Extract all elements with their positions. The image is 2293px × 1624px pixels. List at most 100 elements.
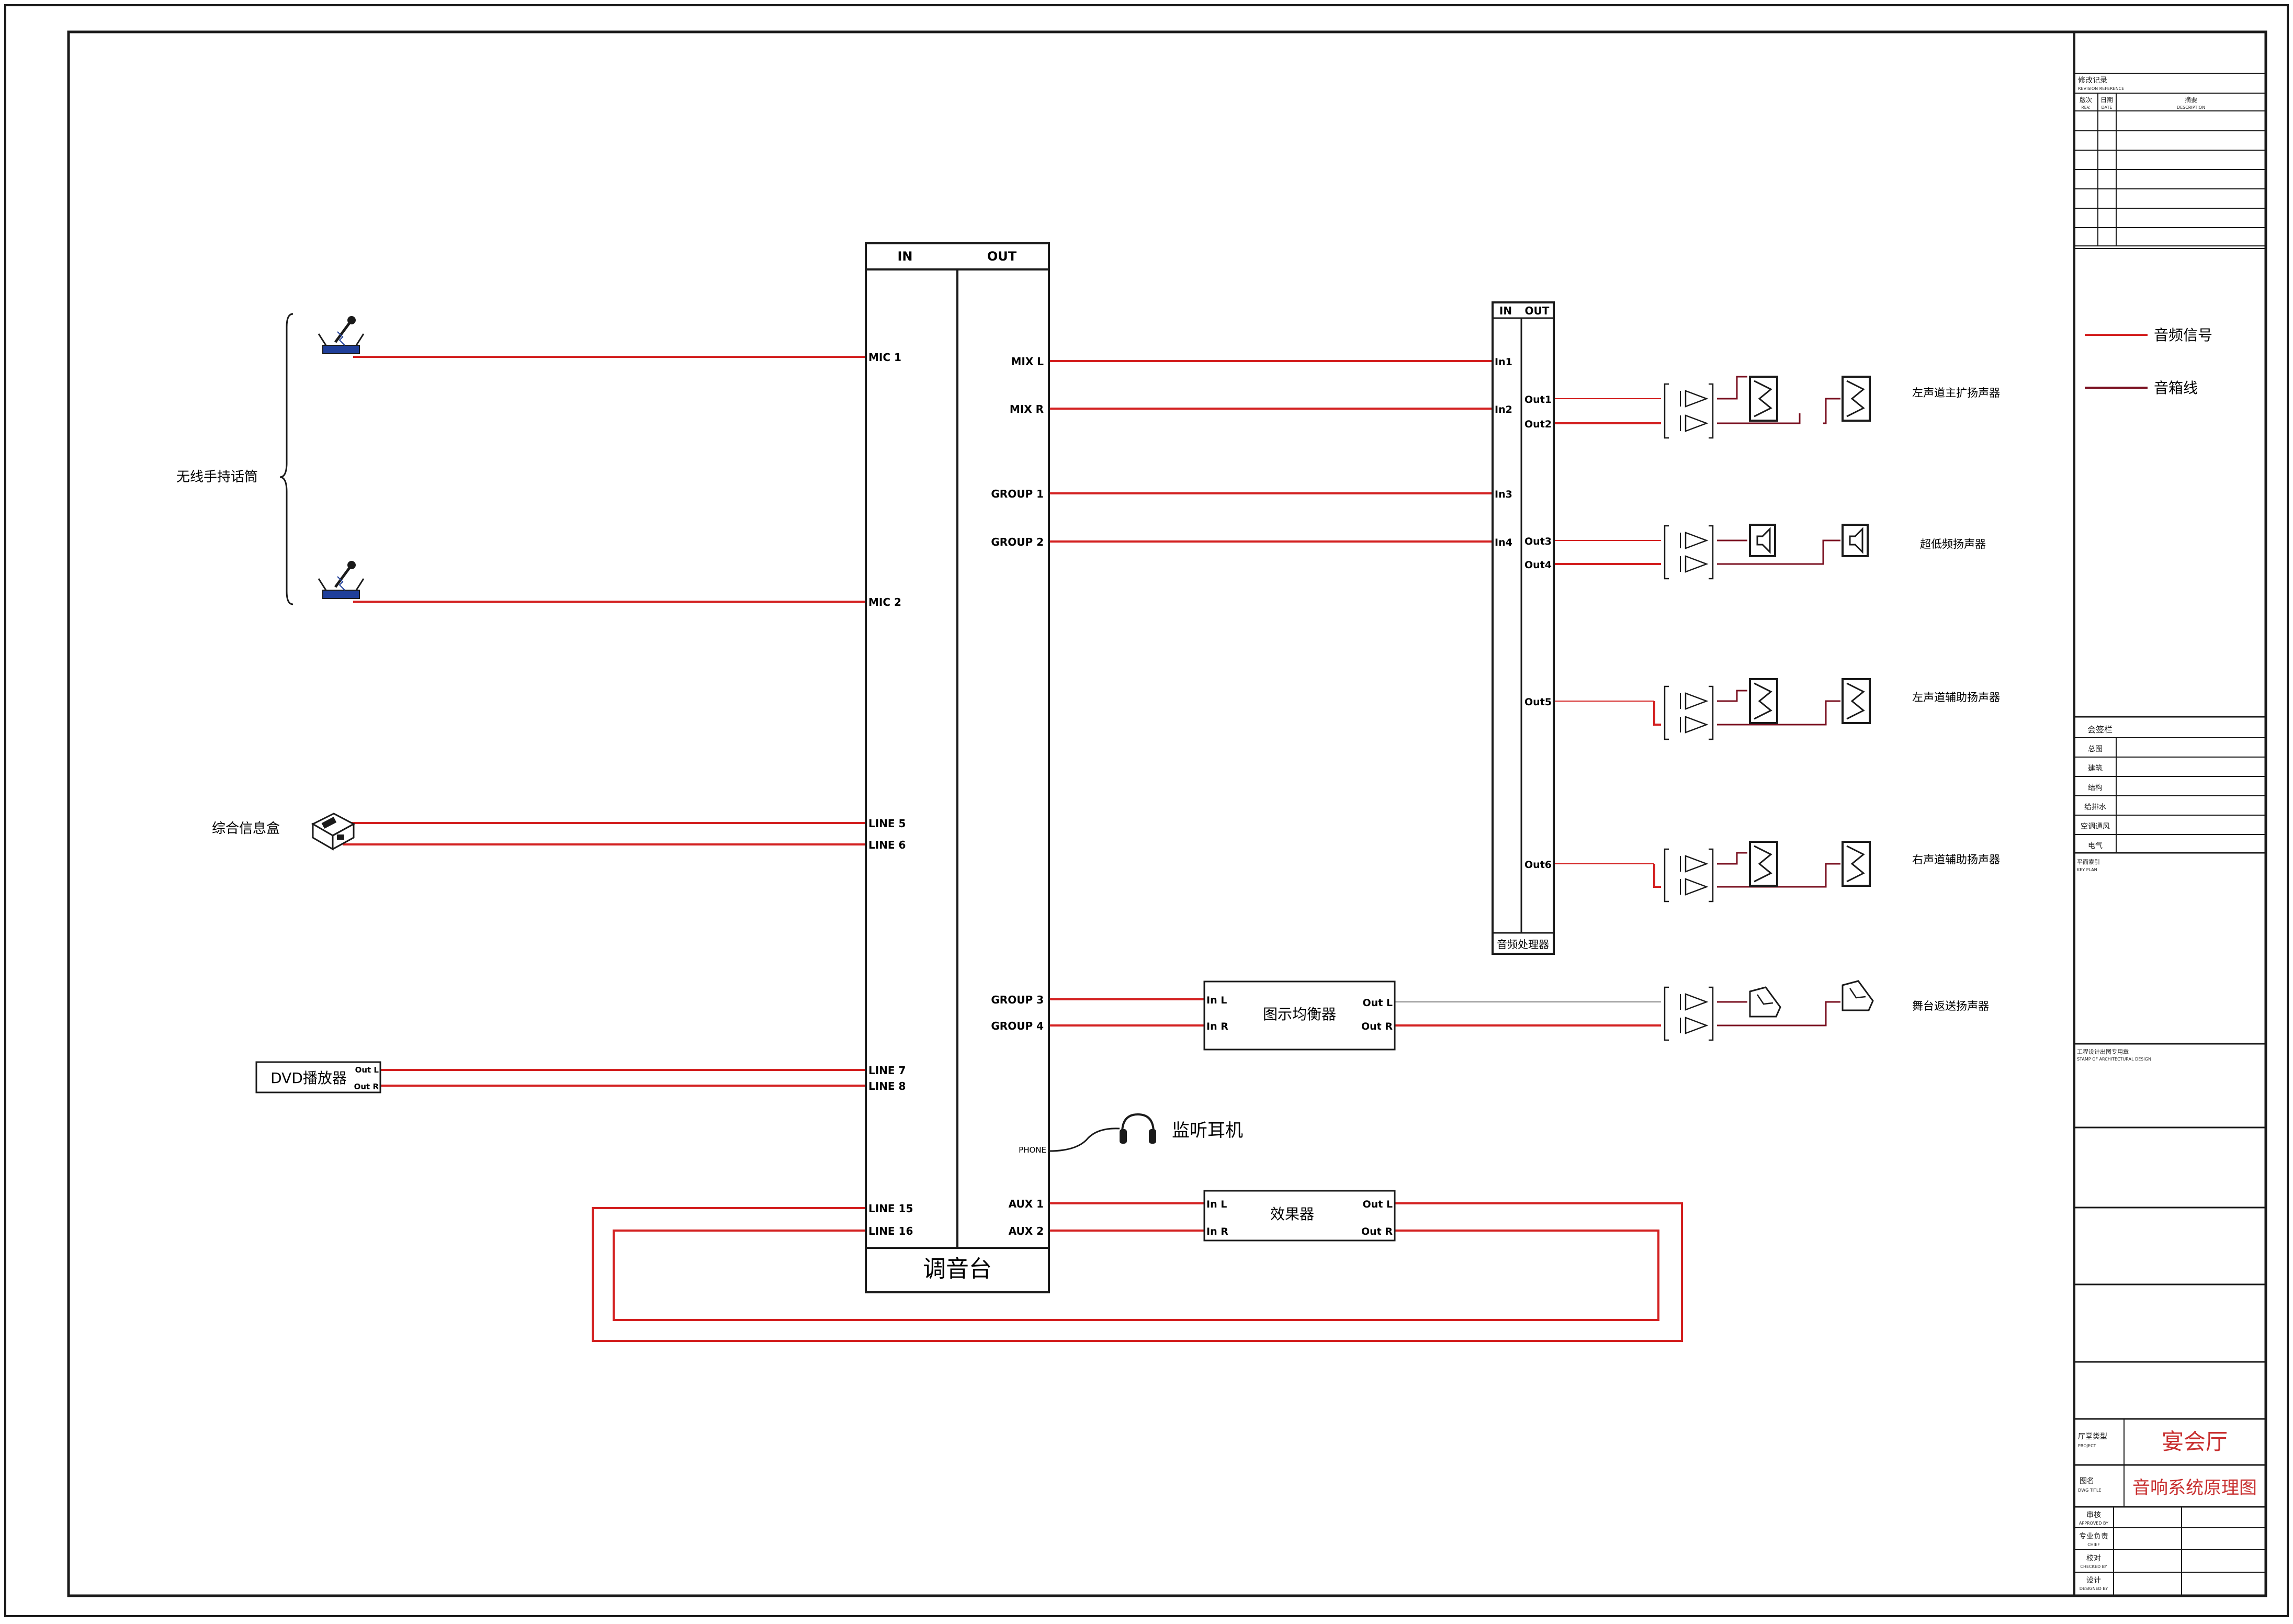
revision-title-en: REVISION REFERENCE <box>2078 86 2124 91</box>
full-range-speaker-icon <box>1842 678 1871 724</box>
audio-processor: IN OUT 音频处理器 In1 In2 In3 In4 Out1 Out2 O… <box>1492 301 1555 955</box>
dvd-body <box>255 1061 381 1093</box>
drawing-label-en: DWG TITLE <box>2078 1488 2101 1493</box>
stamp-label-en: STAMP OF ARCHITECTURAL DESIGN <box>2077 1057 2151 1062</box>
amplifier-triangle-icon <box>1680 692 1709 710</box>
drawing-frame <box>67 30 2267 1597</box>
amplifier-triangle-icon <box>1680 1017 1709 1034</box>
mixer-output-label: AUX 1 <box>1009 1198 1044 1210</box>
amplifier-triangle-icon <box>1680 878 1709 896</box>
processor-body <box>1492 301 1555 955</box>
mixer-input-label: LINE 7 <box>868 1064 906 1077</box>
amplifier-triangle-icon <box>1680 532 1709 549</box>
mixer-output-label: GROUP 2 <box>991 536 1044 548</box>
drawing-title: 音响系统原理图 <box>2132 1478 2257 1498</box>
amplifier-triangle-icon <box>1680 716 1709 734</box>
mixer-output-label: MIX R <box>1010 403 1044 415</box>
mixer-output-label: AUX 2 <box>1009 1225 1044 1237</box>
role-label-en: DESIGNED BY <box>2080 1586 2108 1591</box>
fx-name: 效果器 <box>1270 1205 1314 1223</box>
eq-out-r: Out R <box>1361 1021 1393 1032</box>
mixer-output-label: GROUP 4 <box>991 1020 1044 1032</box>
mixer-input-label: LINE 15 <box>868 1202 913 1215</box>
amp-bracket <box>1709 685 1714 740</box>
effects-processor: 效果器 In L In R Out L Out R <box>1203 1190 1396 1242</box>
processor-input-label: In2 <box>1495 404 1512 415</box>
wireless-handheld-mic-icon <box>318 561 365 599</box>
processor-input-label: In4 <box>1495 537 1512 548</box>
title-block-text: 修改记录 REVISION REFERENCE 版次 日期 摘要 REV. DA… <box>2077 76 2257 1591</box>
info-box-label: 综合信息盒 <box>212 821 280 837</box>
amplifier-triangle-icon <box>1680 993 1709 1011</box>
outer-border <box>4 4 2289 1617</box>
speaker-label: 左声道主扩扬声器 <box>1912 387 2000 399</box>
full-range-speaker-icon <box>1842 841 1871 887</box>
mixer-output-label: GROUP 3 <box>991 994 1044 1006</box>
mic-group-brace <box>279 313 293 605</box>
stamp-label: 工程设计出图专用章 <box>2077 1048 2129 1055</box>
eq-body <box>1203 980 1396 1051</box>
legend-speaker-label: 音箱线 <box>2154 379 2198 397</box>
role-label: 审核 <box>2086 1511 2101 1519</box>
mixer-output-label: GROUP 1 <box>991 488 1044 500</box>
fx-in-r: In R <box>1206 1226 1228 1237</box>
speaker-wires <box>1717 376 1840 1027</box>
speaker-label: 右声道辅助扬声器 <box>1912 853 2000 866</box>
eq-name: 图示均衡器 <box>1263 1006 1336 1023</box>
fx-body <box>1203 1190 1396 1242</box>
info-box-icon <box>311 813 356 851</box>
processor-in-header: IN <box>1499 304 1512 317</box>
amp-bracket <box>1709 525 1714 580</box>
full-range-speaker-icon <box>1749 376 1778 422</box>
mixer-input-label: LINE 5 <box>868 817 906 830</box>
amp-bracket <box>1664 525 1669 580</box>
mic-group-label: 无线手持话筒 <box>176 469 258 485</box>
phone-jack-label: PHONE <box>1019 1145 1046 1155</box>
role-label-en: CHIEF <box>2087 1542 2100 1547</box>
mixer-name: 调音台 <box>923 1256 992 1282</box>
eq-in-r: In R <box>1206 1021 1228 1032</box>
processor-output-label: Out5 <box>1524 696 1552 708</box>
fx-out-l: Out L <box>1363 1199 1393 1210</box>
amplifier-triangle-icon <box>1680 555 1709 573</box>
signoff-row: 结构 <box>2088 784 2103 792</box>
mixer-out-header: OUT <box>987 249 1017 264</box>
eq-out-l: Out L <box>1363 997 1393 1009</box>
amp-bracket <box>1664 685 1669 740</box>
amplifier-triangle-icon <box>1680 390 1709 408</box>
amp-bracket <box>1664 848 1669 903</box>
revision-col-en: REV. <box>2081 105 2091 110</box>
graphic-equalizer: 图示均衡器 In L In R Out L Out R <box>1203 980 1396 1051</box>
amp-bracket <box>1709 383 1714 439</box>
processor-output-label: Out3 <box>1524 536 1552 547</box>
signoff-title: 会签栏 <box>2087 725 2113 735</box>
dvd-out-r: Out R <box>354 1082 379 1091</box>
role-label-en: CHECKED BY <box>2080 1564 2107 1569</box>
role-label: 专业负责 <box>2079 1532 2108 1541</box>
subwoofer-speaker-icon <box>1749 524 1776 557</box>
fx-out-r: Out R <box>1361 1226 1393 1237</box>
mixer-input-label: MIC 1 <box>868 351 901 364</box>
processor-output-label: Out1 <box>1524 394 1552 405</box>
amp-bracket <box>1664 383 1669 439</box>
mixer-input-label: LINE 6 <box>868 839 906 851</box>
processor-input-label: In3 <box>1495 489 1512 500</box>
headphones-icon <box>1120 1113 1156 1144</box>
amp-bracket <box>1709 848 1714 903</box>
mixing-console: IN OUT 调音台 MIC 1 MIC 2 LINE 5 LINE 6 LIN… <box>865 242 1050 1293</box>
signoff-row: 总图 <box>2088 745 2103 753</box>
signoff-row: 电气 <box>2088 842 2103 850</box>
role-label-en: APPROVED BY <box>2079 1521 2108 1526</box>
role-label: 校对 <box>2086 1554 2101 1563</box>
key-plan-label-en: KEY PLAN <box>2077 867 2097 872</box>
legend: 音频信号 音箱线 <box>2085 326 2212 397</box>
amplifier-speaker-chains <box>1664 376 1874 1041</box>
revision-col-en: DATE <box>2102 105 2113 110</box>
audio-signal-wires <box>343 356 1683 1342</box>
mixer-input-label: MIC 2 <box>868 596 901 608</box>
mixer-input-label: LINE 8 <box>868 1080 906 1092</box>
subwoofer-speaker-icon <box>1842 524 1869 557</box>
key-plan-label: 平面索引 <box>2077 858 2100 865</box>
